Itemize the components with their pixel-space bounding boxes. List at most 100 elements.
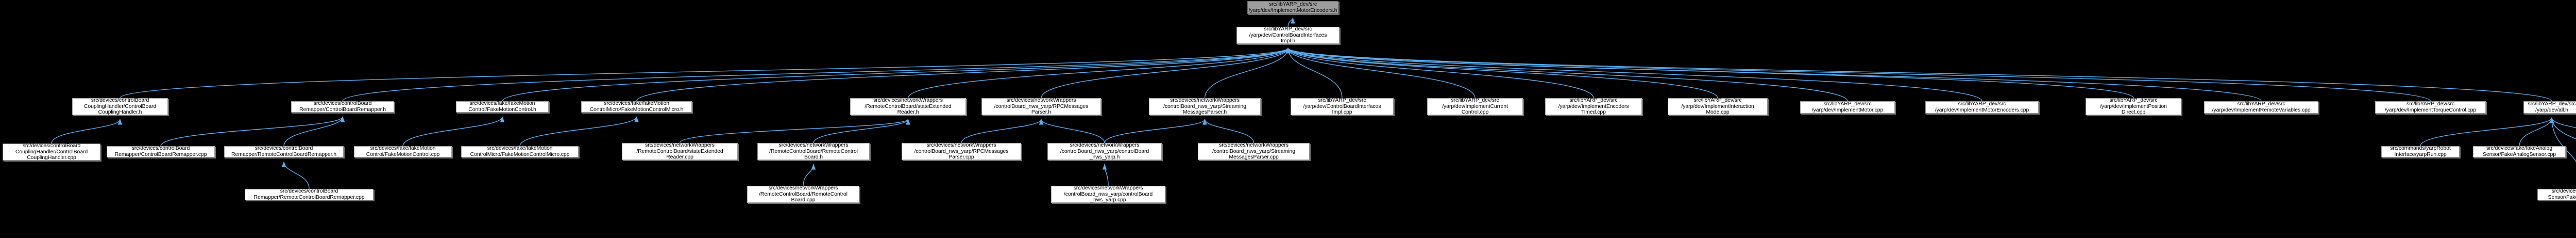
graph-node[interactable]: src/devices/fake/fakeAnalog Sensor/FakeA… bbox=[2473, 145, 2566, 157]
graph-node-label: src/devices/fake/fakeMotion ControlMicro… bbox=[589, 100, 684, 113]
graph-edge bbox=[51, 119, 123, 144]
graph-node-label: src/devices/networkWrappers /controlBoar… bbox=[1212, 141, 1295, 161]
graph-edge bbox=[519, 116, 639, 147]
graph-node-label: src/libYARP_dev/src /yarp/dev/ImplementM… bbox=[1935, 101, 2029, 113]
graph-edge bbox=[907, 47, 1291, 99]
graph-node-label: src/devices/fake/fakeAnalog Sensor/FakeA… bbox=[2482, 145, 2556, 157]
graph-edge bbox=[281, 161, 310, 189]
graph-node[interactable]: src/libYARP_dev/src /yarp/dev/ImplementM… bbox=[1800, 101, 1895, 114]
graph-node-label: src/libYARP_dev/src /yarp/dev/ImplementT… bbox=[2384, 101, 2477, 113]
graph-node[interactable]: src/devices/fake/fakeMotion Control/Fake… bbox=[456, 100, 549, 113]
graph-edge bbox=[679, 119, 910, 144]
graph-node[interactable]: src/devices/controlBoard CouplingHandler… bbox=[3, 142, 100, 161]
graph-node[interactable]: src/devices/networkWrappers /controlBoar… bbox=[1051, 184, 1165, 203]
graph-node-label: src/devices/networkWrappers /RemoteContr… bbox=[759, 184, 848, 203]
graph-node-label: src/libYARP_dev/src /yarp/dev/ImplementR… bbox=[2212, 101, 2311, 113]
graph-node[interactable]: src/libYARP_dev/src /yarp/dev/ImplementM… bbox=[1247, 1, 1338, 14]
graph-node[interactable]: src/devices/networkWrappers /controlBoar… bbox=[981, 97, 1101, 115]
graph-node[interactable]: src/devices/controlBoard Remapper/Contro… bbox=[291, 100, 394, 113]
graph-node[interactable]: src/devices/networkWrappers /controlBoar… bbox=[1149, 97, 1261, 116]
graph-node[interactable]: src/libYARP_dev/src /yarp/dev/ImplementP… bbox=[2086, 97, 2181, 116]
graph-node[interactable]: src/libYARP_dev/src /yarp/dev/ImplementT… bbox=[2375, 101, 2486, 114]
graph-node[interactable]: src/libYARP_dev/src /yarp/dev/ImplementE… bbox=[1545, 97, 1642, 115]
graph-node[interactable]: src/devices/controlBoard Remapper/Remote… bbox=[224, 145, 344, 157]
graph-node[interactable]: src/devices/networkWrappers /controlBoar… bbox=[1198, 141, 1310, 161]
graph-node[interactable]: src/devices/controlBoard Remapper/Contro… bbox=[107, 145, 215, 157]
graph-node[interactable]: src/devices/networkWrappers /controlBoar… bbox=[902, 141, 1021, 161]
graph-node-label: src/libYARP_dev/src /yarp/dev/ImplementI… bbox=[1681, 97, 1754, 116]
graph-edge bbox=[502, 47, 1290, 102]
graph-node-label: src/devices/controlBoard CouplingHandler… bbox=[15, 142, 88, 161]
graph-edge bbox=[1285, 47, 1594, 99]
graph-node-label: src/devices/controlBoard Remapper/Contro… bbox=[299, 100, 386, 113]
graph-edge bbox=[160, 116, 345, 147]
graph-edge bbox=[2519, 117, 2554, 147]
graph-node-label: src/devices/networkWrappers /controlBoar… bbox=[1163, 97, 1246, 116]
graph-node[interactable]: src/libYARP_dev/src /yarp/dev/ControlBoa… bbox=[1291, 97, 1394, 116]
graph-node[interactable]: src/libYARP_dev/src /yarp/dev/ImplementI… bbox=[1668, 97, 1768, 116]
graph-node-label: src/commands/yarpRobot Interface/yarpRun… bbox=[2390, 145, 2451, 157]
graph-edge bbox=[2549, 117, 2576, 129]
graph-node-label: src/devices/controlBoard CouplingHandler… bbox=[83, 97, 157, 116]
graph-node-label: src/devices/fake/fakeMotion Control/Fake… bbox=[468, 100, 536, 113]
graph-edge bbox=[342, 47, 1290, 102]
graph-node[interactable]: src/devices/networkWrappers /RemoteContr… bbox=[622, 141, 738, 161]
graph-node-label: src/libYARP_dev/src /yarp/dev/ImplementM… bbox=[1811, 101, 1884, 113]
graph-node[interactable]: src/devices/fake/fakeMotion ControlMicro… bbox=[461, 145, 579, 157]
graph-node[interactable]: src/devices/networkWrappers /controlBoar… bbox=[1047, 141, 1162, 161]
graph-node-label: src/libYARP_dev/src /yarp/dev/ImplementP… bbox=[2100, 97, 2167, 116]
graph-node-label: src/devices/fake/fakeMotion Control/Fake… bbox=[366, 145, 440, 157]
graph-node-label: src/devices/controlBoard Remapper/Remote… bbox=[231, 145, 337, 157]
graph-node-label: src/devices/fake/fakeMotion Sensor/FakeM… bbox=[2548, 188, 2576, 200]
graph-edge bbox=[1286, 47, 2552, 102]
graph-node-label: src/libYARP_dev/src /yarp/dev/all.h bbox=[2528, 101, 2576, 113]
graph-node[interactable]: src/libYARP_dev/src /yarp/dev/ImplementM… bbox=[1925, 101, 2039, 114]
graph-node[interactable]: src/libYARP_dev/src /yarp/dev/ImplementR… bbox=[2204, 101, 2318, 114]
graph-edge bbox=[1285, 47, 1718, 99]
graph-node[interactable]: src/devices/fake/fakeMotion Control/Fake… bbox=[354, 145, 452, 157]
graph-node-label: src/devices/fake/fakeMotion ControlMicro… bbox=[470, 145, 570, 157]
graph-edge bbox=[1286, 47, 1982, 102]
graph-edge bbox=[120, 47, 1290, 99]
graph-edge bbox=[1041, 47, 1291, 99]
graph-edge bbox=[803, 164, 816, 186]
graph-node-label: src/devices/controlBoard Remapper/Contro… bbox=[114, 145, 207, 157]
graph-node[interactable]: src/devices/controlBoard Remapper/Remote… bbox=[245, 188, 374, 200]
graph-node-label: src/devices/networkWrappers /RemoteContr… bbox=[769, 141, 858, 161]
graph-edge bbox=[1202, 119, 1255, 144]
graph-edge bbox=[1286, 47, 2431, 102]
graph-node[interactable]: src/libYARP_dev/src /yarp/dev/all.h bbox=[2523, 101, 2576, 114]
graph-node[interactable]: src/libYARP_dev/src /yarp/dev/ControlBoa… bbox=[1236, 25, 1340, 44]
graph-node-label: src/libYARP_dev/src /yarp/dev/ImplementC… bbox=[1442, 97, 1508, 116]
graph-node-label: src/devices/networkWrappers /controlBoar… bbox=[1063, 184, 1153, 203]
graph-edge bbox=[1204, 47, 1291, 99]
graph-node-label: src/libYARP_dev/src /yarp/dev/ControlBoa… bbox=[1303, 97, 1381, 116]
graph-edge bbox=[283, 116, 345, 147]
graph-edge bbox=[2420, 117, 2554, 147]
graph-node[interactable]: src/devices/fake/fakeMotion ControlMicro… bbox=[581, 100, 692, 113]
graph-edge bbox=[1102, 164, 1109, 186]
graph-node[interactable]: src/devices/fake/fakeMotion Sensor/FakeM… bbox=[2537, 188, 2576, 200]
graph-node-label: src/libYARP_dev/src /yarp/dev/ImplementM… bbox=[1248, 1, 1337, 13]
graph-edge bbox=[961, 119, 1044, 144]
graph-edge bbox=[1285, 47, 1343, 99]
graph-edge bbox=[1286, 47, 2262, 102]
graph-node-label: src/libYARP_dev/src /yarp/dev/ControlBoa… bbox=[1249, 25, 1327, 44]
graph-node[interactable]: src/devices/controlBoard CouplingHandler… bbox=[72, 97, 168, 116]
graph-edge bbox=[1286, 47, 2134, 99]
graph-node-label: src/devices/networkWrappers /RemoteContr… bbox=[865, 97, 952, 116]
graph-edge bbox=[636, 47, 1290, 102]
graph-node-label: src/devices/networkWrappers /RemoteContr… bbox=[636, 141, 723, 161]
graph-edge bbox=[1104, 119, 1207, 144]
graph-node[interactable]: src/devices/networkWrappers /RemoteContr… bbox=[747, 184, 859, 203]
graph-edge bbox=[402, 116, 505, 147]
graph-node-label: src/devices/networkWrappers /controlBoar… bbox=[1060, 141, 1149, 161]
graph-node-label: src/devices/networkWrappers /controlBoar… bbox=[914, 141, 1009, 161]
graph-node[interactable]: src/devices/networkWrappers /RemoteContr… bbox=[757, 141, 870, 161]
graph-node[interactable]: src/commands/yarpRobot Interface/yarpRun… bbox=[2381, 145, 2460, 157]
graph-edge bbox=[1286, 47, 1848, 102]
graph-edge bbox=[813, 119, 910, 144]
graph-node[interactable]: src/devices/networkWrappers /RemoteContr… bbox=[850, 97, 966, 116]
graph-node[interactable]: src/libYARP_dev/src /yarp/dev/ImplementC… bbox=[1427, 97, 1523, 116]
